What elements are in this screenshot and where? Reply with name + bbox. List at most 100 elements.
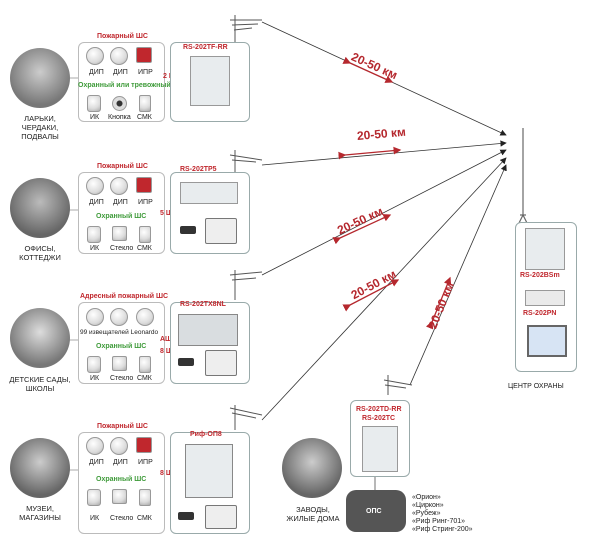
center-label: ЦЕНТР ОХРАНЫ: [508, 383, 564, 390]
center-model-1: RS-202BSm: [520, 272, 560, 279]
glass-break-sensor-icon: [112, 356, 127, 371]
control-panel-icon: [185, 444, 233, 498]
system-label: «Риф Стринг-200»: [412, 526, 473, 533]
site-4-label: МУЗЕИ, МАГАЗИНЫ: [19, 504, 61, 522]
control-panel-icon: [180, 182, 238, 204]
device-label: ДИП: [113, 69, 128, 76]
transmitter-box-icon: [190, 56, 230, 106]
key-reader-icon: [178, 512, 194, 520]
school-photo: [10, 308, 70, 368]
device-label: ИК: [90, 114, 100, 121]
motion-sensor-icon: [87, 226, 101, 243]
manual-call-point-icon: [136, 437, 152, 453]
manual-call-point-icon: [136, 47, 152, 63]
device-label: Кнопка: [108, 114, 131, 121]
motion-sensor-icon: [87, 95, 101, 112]
door-contact-icon: [139, 226, 151, 243]
site-2-security-title: Охранный ШС: [96, 213, 147, 220]
glass-break-sensor-icon: [112, 226, 127, 241]
motion-sensor-icon: [87, 489, 101, 506]
device-label: Стекло: [110, 515, 134, 522]
site-3-label: ДЕТСКИЕ САДЫ, ШКОЛЫ: [9, 375, 71, 393]
device-label: ИПР: [138, 69, 153, 76]
control-panel-icon: [178, 314, 238, 346]
keypad-icon: [205, 218, 237, 244]
factory-model-2: RS-202TC: [362, 415, 396, 422]
key-reader-icon: [180, 226, 196, 234]
site-1-fire-title: Пожарный ШС: [97, 33, 148, 40]
site-4-zones: 8 ШС: [160, 470, 178, 477]
sounder-icon: [110, 308, 128, 326]
keypad-icon: [205, 350, 237, 376]
device-label: Стекло: [110, 245, 134, 252]
device-label: ИК: [90, 515, 100, 522]
site-2-model: RS-202TP5: [180, 166, 217, 173]
site-1-device-panel: [170, 42, 250, 122]
radio-link-line: [261, 140, 507, 166]
device-label: ДИП: [89, 199, 104, 206]
site-4-security-title: Охранный ШС: [96, 476, 147, 483]
system-label: «Циркон»: [412, 502, 444, 509]
factory-label: ЗАВОДЫ, ЖИЛЫЕ ДОМА: [286, 505, 340, 523]
museum-photo: [10, 438, 70, 498]
site-1-label: ЛАРЬКИ, ЧЕРДАКИ, ПОДВАЛЫ: [21, 114, 59, 141]
device-label: ИК: [90, 245, 100, 252]
kiosk-photo: [10, 48, 70, 108]
system-label: «Рубеж»: [412, 510, 441, 517]
device-label: СМК: [137, 515, 152, 522]
keypad-icon: [205, 505, 237, 529]
base-station-icon: [525, 228, 565, 270]
site-4-model: Риф-ОП8: [190, 431, 222, 438]
key-reader-icon: [178, 358, 194, 366]
site-3-zones: 8 ШС: [160, 348, 178, 355]
device-label: ИПР: [138, 199, 153, 206]
system-label: «Орион»: [412, 494, 441, 501]
door-contact-icon: [139, 489, 151, 506]
site-3-zones-fire: АШС: [160, 336, 178, 343]
smoke-detector-icon: [86, 177, 104, 195]
device-label: Стекло: [110, 375, 134, 382]
device-label: СМК: [137, 375, 152, 382]
radio-link-line: [409, 164, 507, 386]
radio-link-line: [261, 149, 507, 276]
glass-break-sensor-icon: [112, 489, 127, 504]
site-3-security-title: Охранный ШС: [96, 343, 147, 350]
manual-call-point-icon: [136, 177, 152, 193]
smoke-detector-icon: [110, 47, 128, 65]
site-2-zones: 5 ШС: [160, 210, 178, 217]
site-1-security-title: Охранный или тревожный ШС: [78, 82, 185, 89]
smoke-detector-icon: [86, 47, 104, 65]
device-label: ДИП: [89, 459, 104, 466]
device-label: ИПР: [138, 459, 153, 466]
door-contact-icon: [139, 356, 151, 373]
factory-photo: [282, 438, 342, 498]
factory-model-1: RS-202TD-RR: [356, 406, 402, 413]
transmitter-box-icon: [362, 426, 398, 472]
site-3-fire-title: Адресный пожарный ШС: [80, 293, 169, 300]
door-contact-icon: [139, 95, 151, 112]
monitor-icon: [527, 325, 567, 357]
radio-link-line: [261, 157, 507, 421]
site-3-model: RS-202TX8NL: [180, 301, 226, 308]
smoke-detector-icon: [86, 437, 104, 455]
receiver-icon: [525, 290, 565, 306]
site-2-fire-title: Пожарный ШС: [97, 163, 148, 170]
smoke-detector-icon: [86, 308, 104, 326]
smoke-detector-icon: [110, 437, 128, 455]
panic-button-icon: [112, 96, 127, 111]
motion-sensor-icon: [87, 356, 101, 373]
site-1-model: RS-202TF-RR: [183, 44, 228, 51]
site-2-label: ОФИСЫ, КОТТЕДЖИ: [19, 244, 61, 262]
site-3-fire-note: 99 извещателей Leonardo: [80, 329, 159, 336]
smoke-detector-icon: [136, 308, 154, 326]
device-label: СМК: [137, 114, 152, 121]
center-model-2: RS-202PN: [523, 310, 557, 317]
system-label: «Риф Ринг-701»: [412, 518, 466, 525]
cottage-photo: [10, 178, 70, 238]
device-label: СМК: [137, 245, 152, 252]
site-4-fire-title: Пожарный ШС: [97, 423, 148, 430]
device-label: ДИП: [113, 459, 128, 466]
ops-label: ОПС: [366, 508, 382, 515]
